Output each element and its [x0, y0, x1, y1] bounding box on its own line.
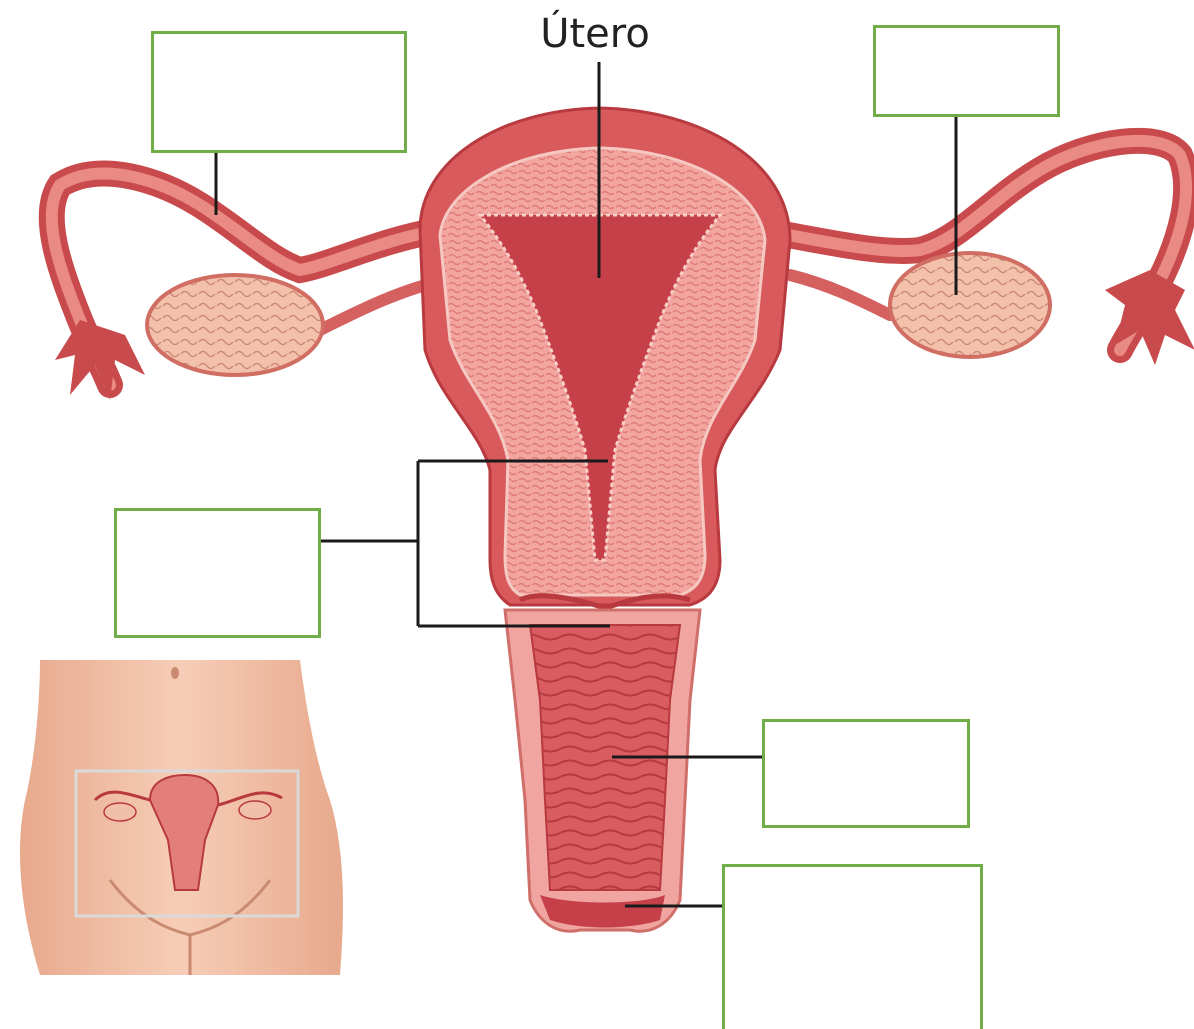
navel-icon [171, 667, 179, 679]
answer-box-middle-left[interactable] [114, 508, 321, 638]
left-ovary [147, 275, 323, 375]
answer-box-middle-right[interactable] [762, 719, 970, 828]
answer-box-top-left[interactable] [151, 31, 407, 153]
right-ovary [890, 253, 1050, 357]
vagina [505, 610, 700, 931]
answer-box-top-right[interactable] [873, 25, 1060, 117]
answer-box-bottom-right[interactable] [722, 864, 983, 1029]
body-inset-illustration [20, 660, 343, 975]
uterus [420, 108, 790, 608]
uterus-label: Útero [510, 14, 680, 54]
